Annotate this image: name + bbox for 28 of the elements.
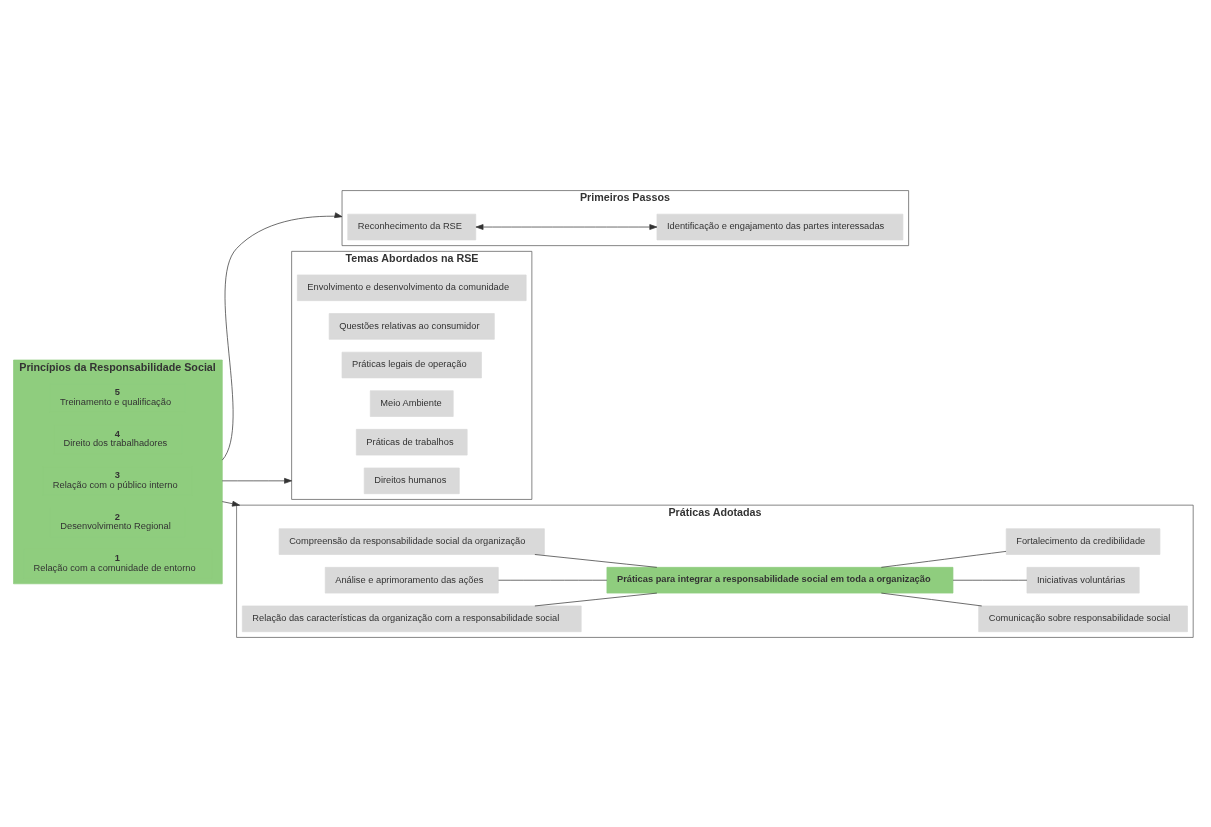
arrow: [475, 223, 658, 230]
node-box: Iniciativas voluntárias: [1026, 566, 1140, 593]
connector: [534, 592, 658, 606]
node-box: Reconhecimento da RSE: [347, 213, 477, 240]
node-text: 1 Relação com a comunidade de entorno: [33, 552, 196, 572]
node-box: Relação das características da organização com a responsabilidade social: [241, 605, 582, 632]
node-box: Práticas para integrar a responsabilidade social em toda a organização: [606, 566, 954, 593]
node-box: Envolvimento e desenvolvimento da comunidade: [297, 274, 527, 301]
connector: [880, 550, 1007, 568]
node-text: 4 Direito dos trabalhadores: [63, 428, 168, 448]
node-text: 3 Relação com o público interno: [52, 469, 178, 490]
node-box: Direitos humanos: [363, 467, 460, 494]
node-text: 5 Treinamento e qualificação: [60, 386, 172, 407]
arrow: [221, 211, 343, 460]
arrow: [221, 500, 240, 506]
connector: [534, 553, 658, 568]
node-text: 2 Desenvolvimento Regional: [60, 511, 171, 531]
node-box: Fortalecimento da credibilidade: [1005, 527, 1161, 555]
node-box: Análise e aprimoramento das ações: [324, 566, 499, 593]
arrow: [221, 477, 292, 484]
node-box: Identificação e engajamento das partes interessadas: [656, 213, 904, 240]
node-box: Questões relativas ao consumidor: [328, 312, 495, 340]
node-box: Práticas legais de operação: [341, 351, 482, 378]
node-box: Práticas de trabalhos: [356, 428, 468, 455]
node-box: Compreensão da responsabilidade social da organização: [278, 527, 545, 555]
connector: [880, 592, 983, 606]
node-box: Comunicação sobre responsabilidade social: [978, 605, 1188, 632]
node-box: Meio Ambiente: [369, 389, 454, 417]
